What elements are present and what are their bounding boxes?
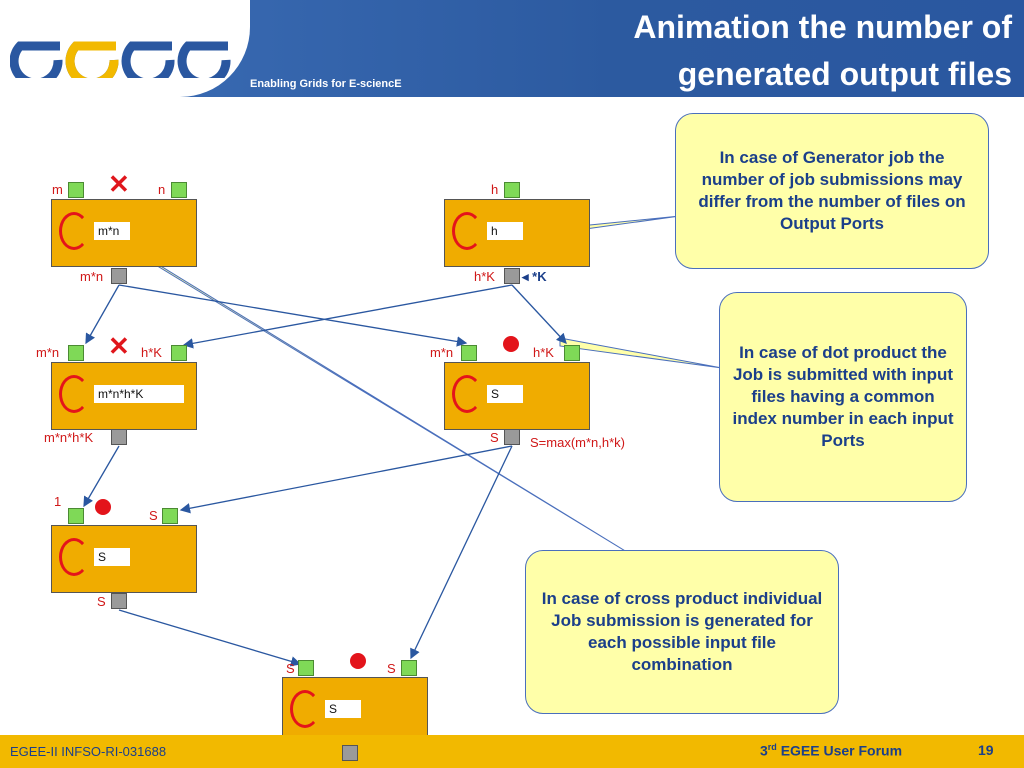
link-job4-job5 bbox=[179, 445, 513, 514]
link-job2-job3 bbox=[182, 284, 513, 349]
job5-box[interactable]: S bbox=[51, 525, 197, 593]
job5-out-label: S bbox=[97, 594, 106, 609]
link-job3-job5 bbox=[83, 445, 120, 508]
job2-label: h bbox=[487, 222, 523, 240]
job1-in-right-label: n bbox=[158, 182, 166, 197]
header-bar: egee Enabling Grids for E-sciencE Animat… bbox=[0, 0, 1024, 97]
ring-icon bbox=[59, 375, 89, 413]
job1-label: m*n bbox=[94, 222, 130, 240]
cross-icon: ✕ bbox=[108, 331, 130, 361]
ring-icon bbox=[290, 690, 320, 728]
job4-box[interactable]: S bbox=[444, 362, 590, 430]
job2-out-label: h*K bbox=[474, 269, 495, 284]
job3-in-left-label: m*n bbox=[36, 345, 60, 360]
job3-output-port[interactable] bbox=[111, 429, 127, 445]
job4-out-note: S=max(m*n,h*k) bbox=[530, 435, 625, 450]
ring-icon bbox=[59, 538, 89, 576]
job2-in-label: h bbox=[491, 182, 499, 197]
link-job1-job3 bbox=[85, 284, 120, 345]
tagline: Enabling Grids for E-sciencE bbox=[250, 78, 402, 90]
egee-logo: egee bbox=[10, 41, 231, 78]
job4-label: S bbox=[487, 385, 523, 403]
job3-box[interactable]: m*n*h*K bbox=[51, 362, 197, 430]
job1-box[interactable]: m*n bbox=[51, 199, 197, 267]
job4-input-port-right[interactable] bbox=[564, 345, 580, 361]
job2-multiplier-note: ◂ *K bbox=[522, 269, 547, 284]
dot-icon bbox=[350, 653, 366, 669]
note-generator: In case of Generator job the number of j… bbox=[675, 113, 989, 269]
job4-in-right-label: h*K bbox=[533, 345, 554, 360]
link-job1-job4 bbox=[118, 284, 468, 347]
ring-icon bbox=[452, 375, 482, 413]
job5-in-right-label: S bbox=[149, 508, 158, 523]
job2-input-port[interactable] bbox=[504, 182, 520, 198]
title-line-1: Animation the number of bbox=[633, 9, 1012, 45]
ring-icon bbox=[452, 212, 482, 250]
job1-input-port-right[interactable] bbox=[171, 182, 187, 198]
job5-in-left-label: 1 bbox=[54, 494, 62, 509]
job5-label: S bbox=[94, 548, 130, 566]
footer-event: 3rd EGEE User Forum bbox=[760, 742, 903, 759]
logo-area: egee bbox=[0, 0, 250, 97]
job6-label: S bbox=[325, 700, 361, 718]
job5-output-port[interactable] bbox=[111, 593, 127, 609]
job6-input-port-left[interactable] bbox=[298, 660, 314, 676]
job6-in-left-label: S bbox=[286, 661, 295, 676]
job3-in-right-label: h*K bbox=[141, 345, 162, 360]
page-number: 19 bbox=[978, 742, 994, 758]
job2-box[interactable]: h bbox=[444, 199, 590, 267]
footer-project-id: EGEE-II INFSO-RI-031688 bbox=[10, 744, 167, 759]
dot-icon bbox=[503, 336, 519, 352]
job1-in-left-label: m bbox=[52, 182, 63, 197]
job4-out-label: S bbox=[490, 430, 499, 445]
job6-in-right-label: S bbox=[387, 661, 396, 676]
job6-output-port[interactable] bbox=[342, 745, 358, 761]
job1-output-port[interactable] bbox=[111, 268, 127, 284]
job4-output-port[interactable] bbox=[504, 429, 520, 445]
link-job4-job6 bbox=[410, 445, 513, 660]
note-cross-product: In case of cross product individual Job … bbox=[525, 550, 839, 714]
dot-icon bbox=[95, 499, 111, 515]
job3-label: m*n*h*K bbox=[94, 385, 184, 403]
job3-input-port-right[interactable] bbox=[171, 345, 187, 361]
job6-input-port-right[interactable] bbox=[401, 660, 417, 676]
slide-title: Animation the number of generated output… bbox=[633, 4, 1012, 98]
job1-out-label: m*n bbox=[80, 269, 104, 284]
footer-bar: EGEE-II INFSO-RI-031688 3rd EGEE User Fo… bbox=[0, 735, 1024, 768]
job3-input-port-left[interactable] bbox=[68, 345, 84, 361]
link-job5-job6 bbox=[118, 609, 302, 667]
link-job2-job4 bbox=[511, 284, 567, 344]
job5-input-port-right[interactable] bbox=[162, 508, 178, 524]
job5-input-port-left[interactable] bbox=[68, 508, 84, 524]
job6-box[interactable]: S bbox=[282, 677, 428, 745]
job1-input-port-left[interactable] bbox=[68, 182, 84, 198]
note-dot-product: In case of dot product the Job is submit… bbox=[719, 292, 967, 502]
cross-icon: ✕ bbox=[108, 169, 130, 199]
job4-input-port-left[interactable] bbox=[461, 345, 477, 361]
ring-icon bbox=[59, 212, 89, 250]
job3-out-label: m*n*h*K bbox=[44, 430, 94, 445]
job2-output-port[interactable] bbox=[504, 268, 520, 284]
title-line-2: generated output files bbox=[677, 56, 1012, 92]
job4-in-left-label: m*n bbox=[430, 345, 454, 360]
